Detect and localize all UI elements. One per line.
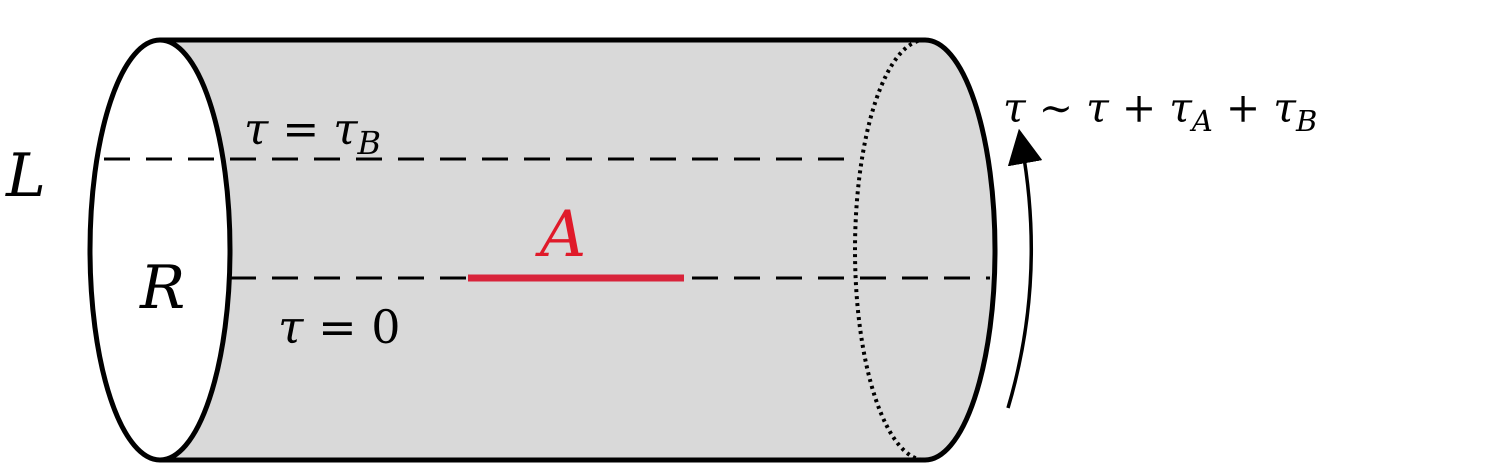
periodicity-arrow bbox=[1006, 128, 1043, 409]
label-l: L bbox=[5, 141, 46, 211]
label-tau-equals-zero: τ = 0 bbox=[278, 300, 401, 354]
label-identification: τ ∼ τ + τA + τB bbox=[1003, 84, 1317, 138]
right-end-hidden-arc bbox=[853, 38, 926, 462]
right-end-visible-arc bbox=[924, 37, 998, 463]
label-a: A bbox=[535, 198, 586, 272]
label-tau-equals-tau-b: τ = τB bbox=[244, 104, 381, 162]
label-r: R bbox=[139, 253, 185, 323]
left-end-ellipse bbox=[87, 37, 233, 463]
cylinder-surface bbox=[90, 40, 995, 460]
